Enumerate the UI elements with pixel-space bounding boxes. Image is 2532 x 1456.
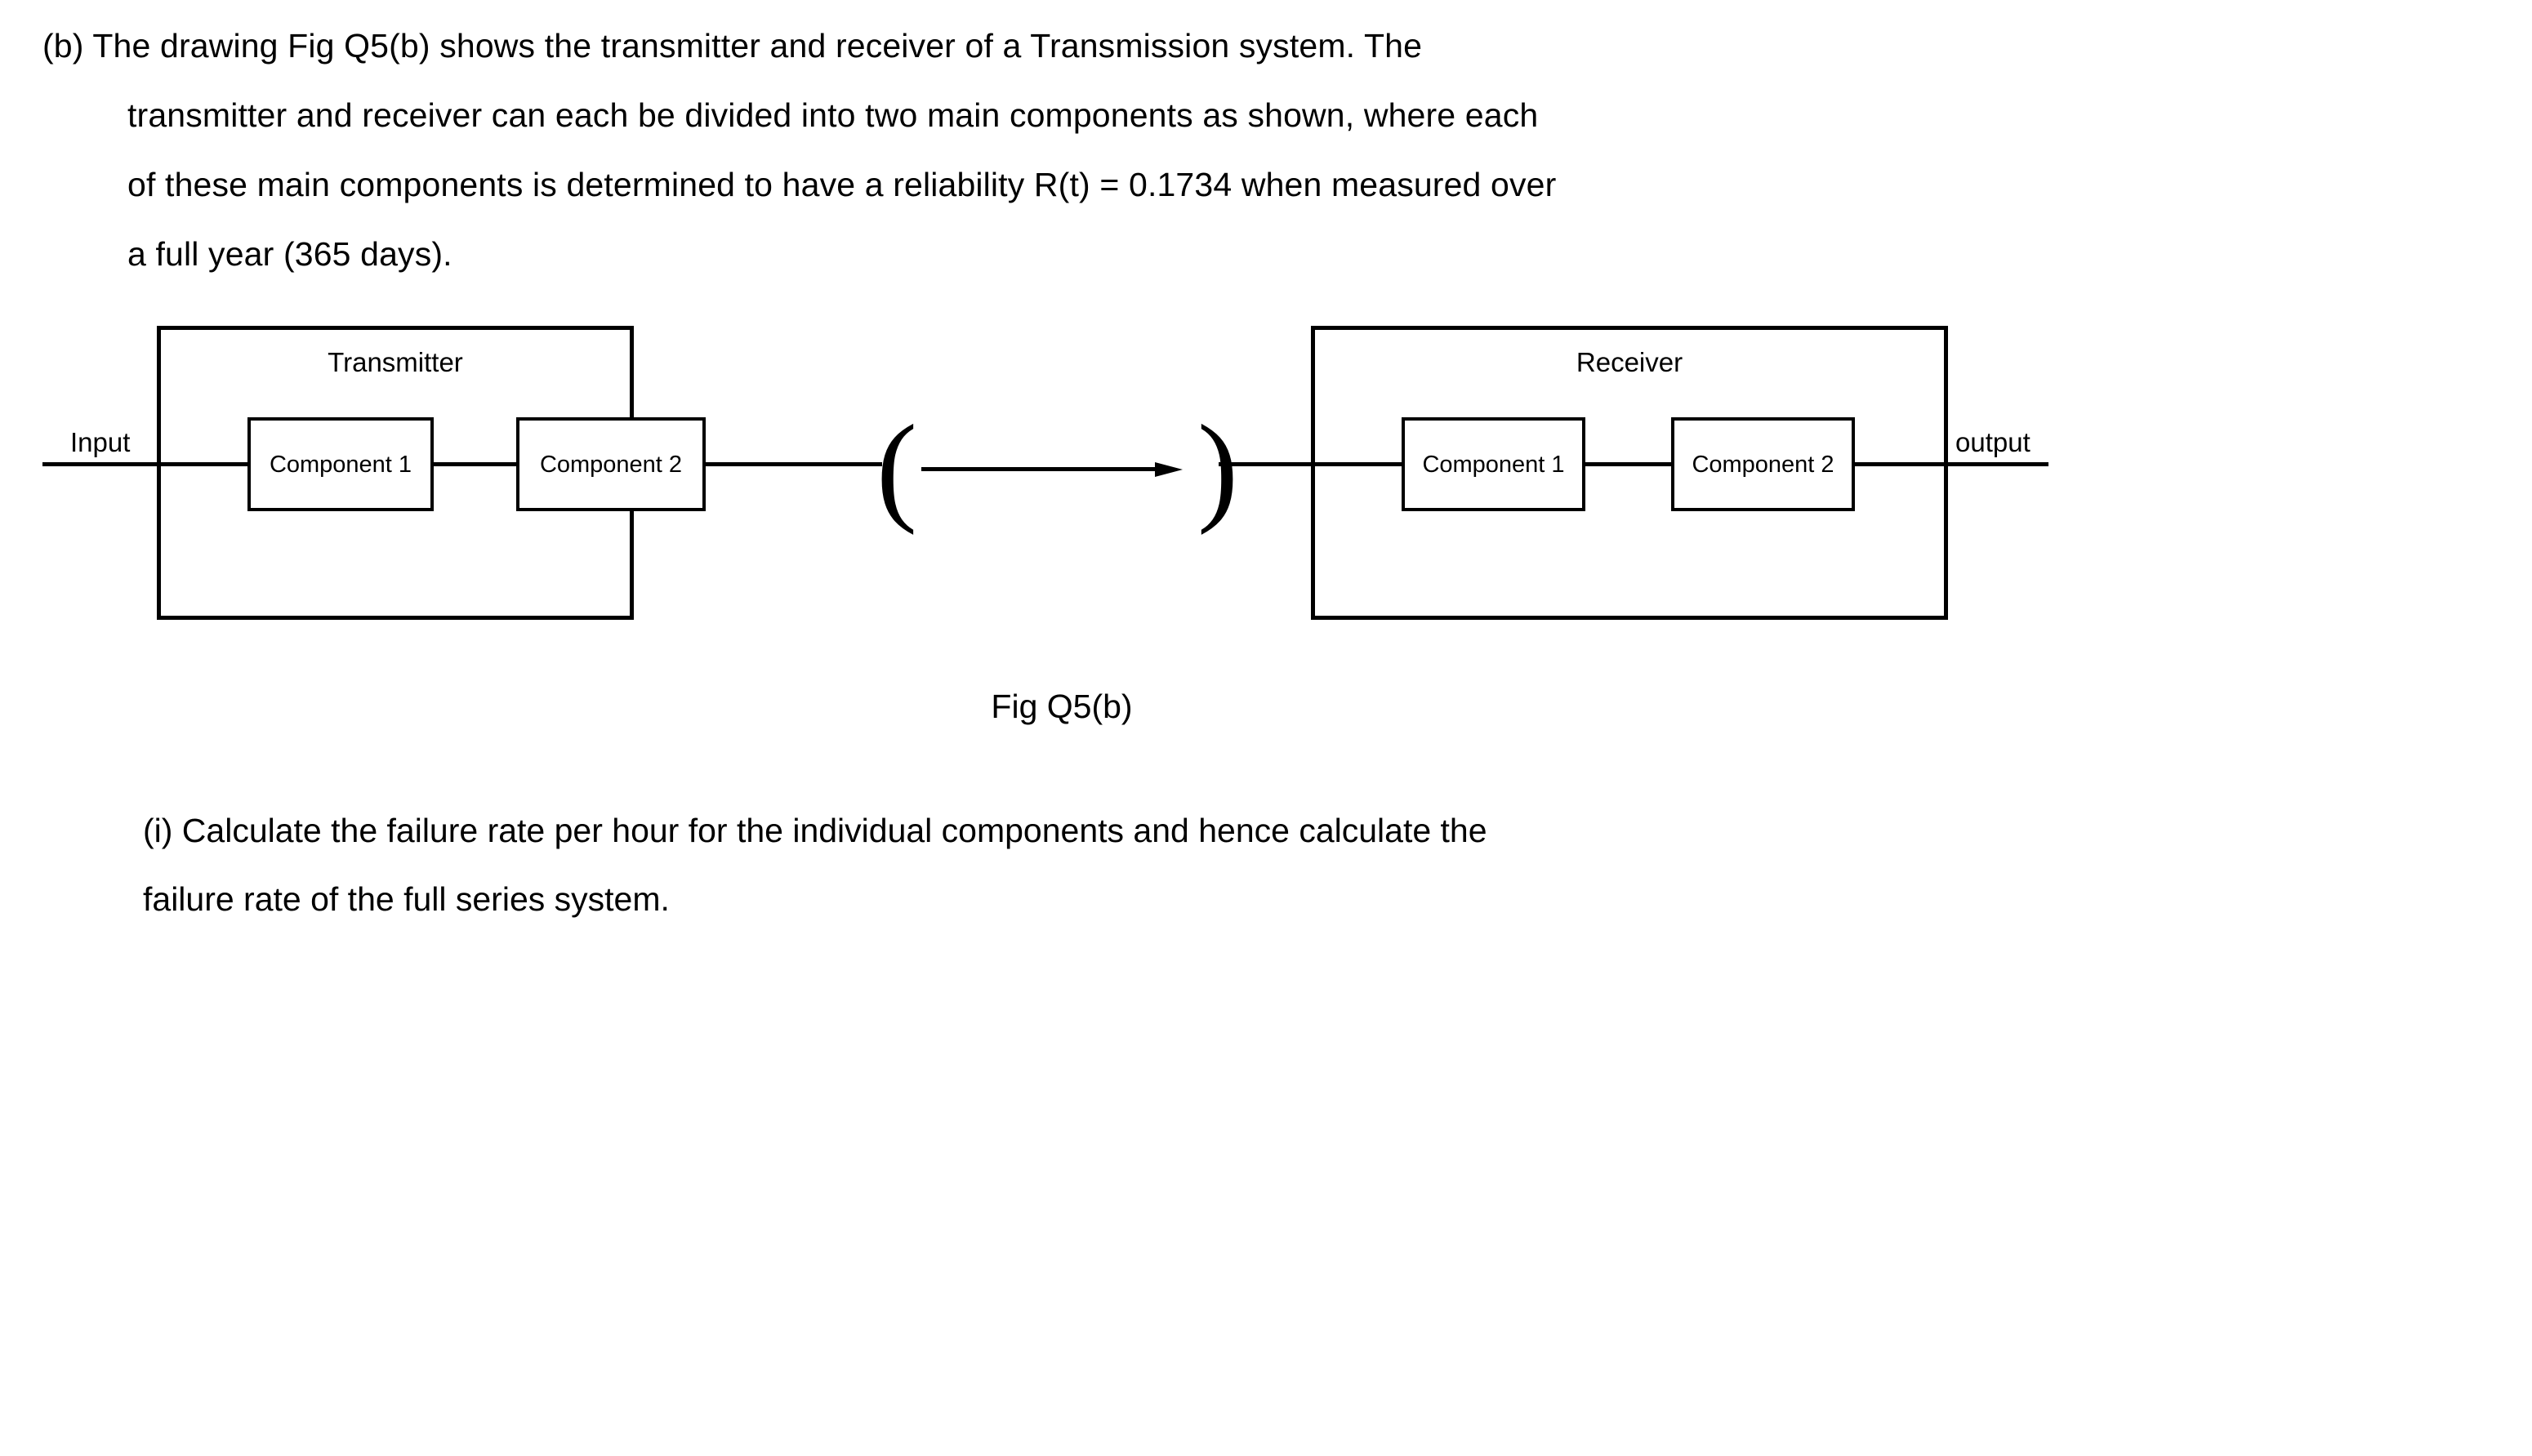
wire-input-to-transmitter bbox=[42, 462, 250, 466]
output-label: output bbox=[1955, 427, 2031, 457]
wire-link-to-receiver bbox=[1219, 462, 1405, 466]
question-line-1: (b) The drawing Fig Q5(b) shows the tran… bbox=[42, 27, 1423, 65]
wire-tx-comp2-to-link bbox=[702, 462, 882, 466]
transmitter-component-2-label: Component 2 bbox=[539, 451, 683, 478]
figure-caption: Fig Q5(b) bbox=[991, 688, 1133, 725]
receiver-component-2-label: Component 2 bbox=[1692, 451, 1834, 478]
subquestion-i: (i) Calculate the failure rate per hour … bbox=[143, 796, 2185, 933]
link-close-paren: ) bbox=[1197, 400, 1238, 536]
question-line-3: of these main components is determined t… bbox=[127, 166, 1557, 203]
receiver-title: Receiver bbox=[1576, 347, 1683, 377]
receiver-component-1-box: Component 1 bbox=[1402, 417, 1585, 511]
transmitter-title: Transmitter bbox=[328, 347, 463, 377]
transmitter-component-1-box: Component 1 bbox=[247, 417, 434, 511]
subquestion-line-2: failure rate of the full series system. bbox=[143, 880, 670, 918]
arrow-head bbox=[1155, 462, 1183, 477]
wire-output-tail bbox=[1946, 462, 2048, 466]
link-open-paren: ( bbox=[876, 400, 917, 536]
input-label: Input bbox=[70, 427, 131, 457]
question-paragraph: (b) The drawing Fig Q5(b) shows the tran… bbox=[42, 11, 2101, 289]
receiver-component-2-box: Component 2 bbox=[1671, 417, 1855, 511]
right-arrow-icon bbox=[921, 462, 1183, 477]
subquestion-line-1: (i) Calculate the failure rate per hour … bbox=[143, 812, 1487, 849]
transmitter-component-2-box: Component 2 bbox=[516, 417, 706, 511]
wire-tx-comp1-to-comp2 bbox=[431, 462, 519, 466]
arrow-shaft bbox=[921, 467, 1158, 471]
receiver-component-1-label: Component 1 bbox=[1422, 451, 1565, 478]
transmitter-component-1-label: Component 1 bbox=[269, 451, 412, 478]
question-line-2: transmitter and receiver can each be div… bbox=[127, 96, 1539, 134]
wire-rx-comp1-to-comp2 bbox=[1583, 462, 1674, 466]
receiver-enclosure: Receiver bbox=[1311, 326, 1948, 620]
question-line-4: a full year (365 days). bbox=[127, 235, 452, 273]
transmission-system-diagram: Transmitter Receiver Component 1 Compone… bbox=[0, 310, 2532, 661]
